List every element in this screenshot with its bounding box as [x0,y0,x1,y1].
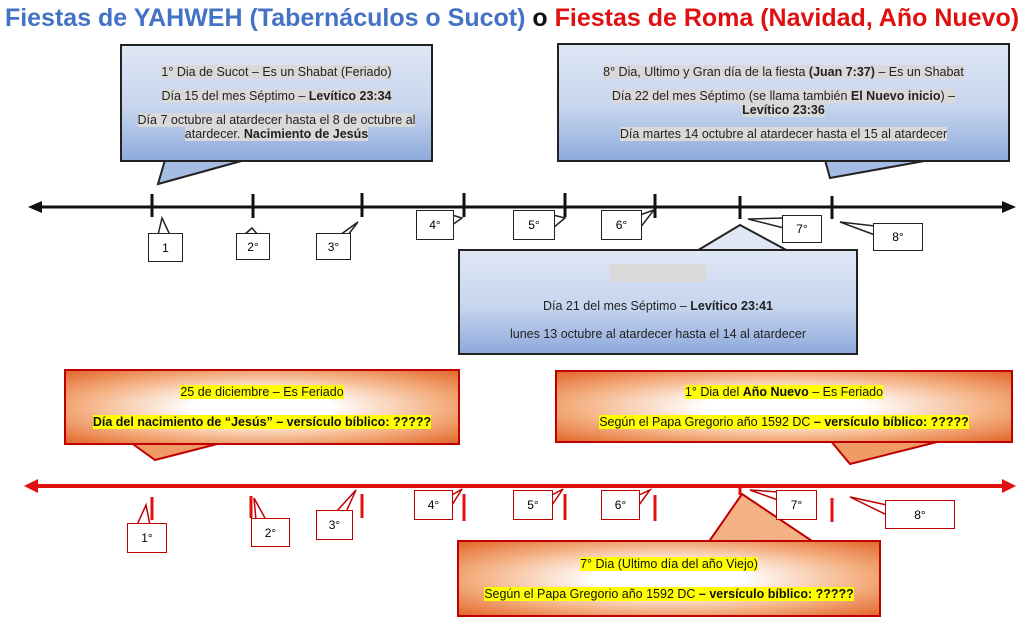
day-label: 8° [873,223,923,251]
arrow-left-icon [24,479,38,493]
label-tail [451,488,463,508]
callout-text: 1° Dia del [684,384,743,399]
day-label: 6° [601,210,642,240]
callout-text: lunes 13 octubre al atardecer hasta el 1… [509,326,807,341]
callout-text: – Es Feriado [808,384,884,399]
callout-text: 7° Dia (Ultimo día del año Viejo) [580,556,758,571]
label-tail [749,489,779,502]
callout-text-bold: El Nuevo inicio [850,88,941,103]
day-label: 2° [236,233,270,260]
callout-tail [823,159,931,180]
callout-text: – Es un Shabat [874,64,964,79]
callout-text: 8° Dia, Ultimo y Gran día de la fiesta [603,64,809,79]
callout-text: Día 21 del mes Séptimo – [543,298,691,313]
day-label: 6° [601,490,640,520]
callout-text: Día 7 octubre al atardecer hasta el 8 de… [137,113,416,141]
label-tail [849,496,888,517]
callout-text: Día 15 del mes Séptimo – [161,89,309,103]
day-label: 5° [513,210,555,240]
label-tail [135,502,151,526]
scripture-ref: Levítico 23:36 [742,102,825,117]
callout-text: Según el Papa Gregorio año 1592 DC [599,414,814,429]
callout-ano-nuevo: 1° Dia del Año Nuevo – Es Feriado Según … [555,370,1013,443]
label-tail [253,497,268,521]
day-label: 3° [316,233,351,260]
day-label: 4° [416,210,454,240]
day-label: 7° [782,215,822,243]
label-tail [639,208,657,231]
callout-text-bold: – versículo bíblico: ????? [813,414,969,429]
callout-text-bold: Año Nuevo [742,384,809,399]
callout-navidad: 25 de diciembre – Es Feriado Día del nac… [64,369,460,445]
callout-text-bold: Nacimiento de Jesús [243,127,369,141]
title-conj: o [532,4,548,32]
day-label: 7° [776,490,817,520]
callout-day1: 1° Dia de Sucot – Es un Shabat (Feriado)… [120,44,433,162]
day-label: 1° [127,523,167,553]
label-tail [747,217,785,229]
callout-tail [691,223,791,253]
page-title: Fiestas de YAHWEH (Tabernáculos o Sucot)… [0,4,1024,33]
arrow-left-icon [28,201,42,213]
title-roma: Fiestas de Roma (Navidad, Año Nuevo) [554,4,1020,32]
callout-text: 1° Dia de Sucot – Es un Shabat (Feriado) [161,65,392,79]
callout-tail [156,159,246,186]
callout-text: 25 de diciembre – Es Feriado [180,385,344,399]
day-label: 3° [316,510,353,540]
yahweh-ticks [150,193,834,219]
title-yahweh: Fiestas de YAHWEH (Tabernáculos o Sucot) [4,4,526,32]
callout-text-bold: – versículo bíblico: ????? [698,586,854,601]
callout-text: ) – [940,88,956,103]
arrow-right-icon [1002,201,1016,213]
callout-day8: 8° Dia, Ultimo y Gran día de la fiesta (… [557,43,1010,162]
scripture-ref: (Juan 7:37) [808,64,875,79]
callout-ano-viejo: 7° Dia (Ultimo día del año Viejo) Según … [457,540,881,617]
roma-ticks [150,488,834,522]
label-tail [839,221,876,237]
blank-placeholder [610,263,706,282]
callout-text: Día martes 14 octubre al atardecer hasta… [619,126,948,141]
label-tail [638,488,653,508]
label-tail [334,489,357,513]
arrow-right-icon [1002,479,1016,493]
callout-text-bold: Día del nacimiento de “Jesús” – versícul… [92,415,432,429]
day-label: 1 [148,233,183,262]
day-label: 8° [885,500,955,529]
scripture-ref: Levítico 23:34 [308,89,392,103]
day-label: 4° [414,490,453,520]
label-tail [551,488,564,508]
callout-text: Según el Papa Gregorio año 1592 DC [484,586,699,601]
day-label: 5° [513,490,553,520]
callout-text: Día 22 del mes Séptimo (se llama también [611,88,851,103]
day-label: 2° [251,518,290,547]
callout-day7: Día 21 del mes Séptimo – Levítico 23:41 … [458,249,858,355]
scripture-ref: Levítico 23:41 [690,298,773,313]
callout-tail [827,439,946,466]
